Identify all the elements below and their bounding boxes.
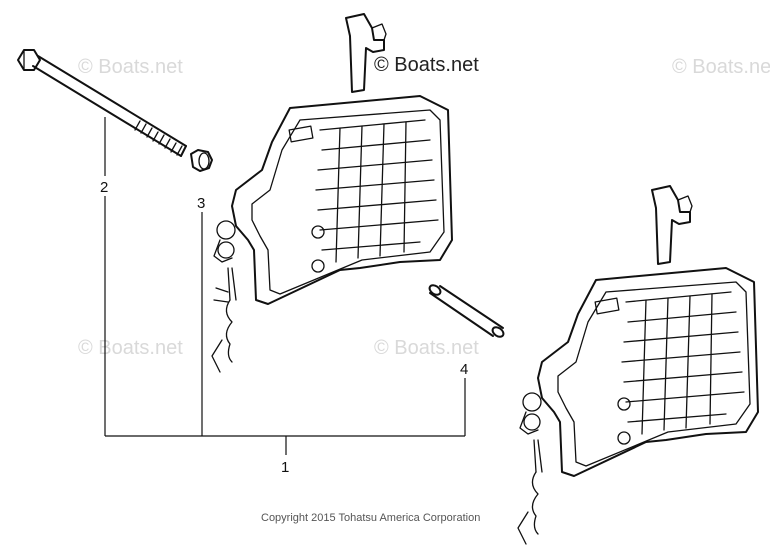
bolt-part-2 xyxy=(17,49,187,157)
watermark-mid-center: © Boats.net xyxy=(374,337,479,359)
leader-lines xyxy=(104,117,466,455)
callout-4: 4 xyxy=(460,361,468,378)
callout-2: 2 xyxy=(100,179,108,196)
callout-1: 1 xyxy=(281,459,289,476)
watermark-mid-left: © Boats.net xyxy=(78,337,183,359)
watermark-top-right: © Boats.net xyxy=(672,56,770,78)
nut-part-3 xyxy=(190,149,213,172)
copyright-text: Copyright 2015 Tohatsu America Corporati… xyxy=(261,512,480,524)
remote-control-box-lower xyxy=(517,185,759,545)
pin-part-4 xyxy=(428,284,505,338)
watermark-main: © Boats.net xyxy=(374,54,479,76)
callout-3: 3 xyxy=(197,195,205,212)
watermark-top-left: © Boats.net xyxy=(78,56,183,78)
remote-control-box-upper xyxy=(211,13,453,373)
